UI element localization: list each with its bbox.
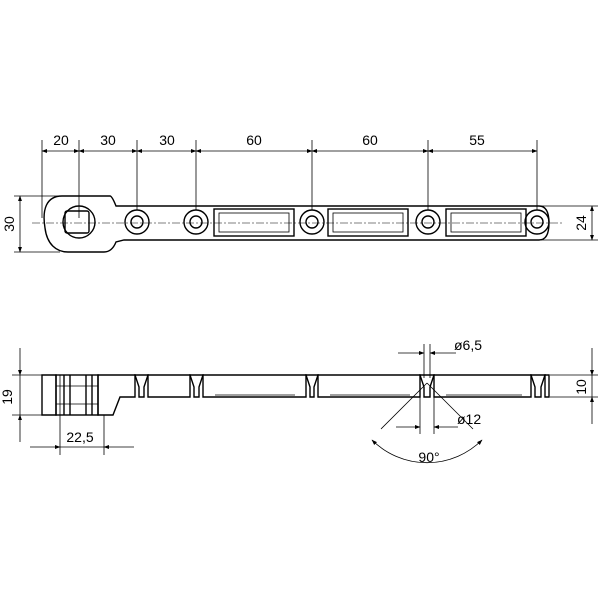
- hole-4: [415, 209, 441, 235]
- keyed-hole: [62, 205, 96, 239]
- spacing-label-6: 55: [469, 132, 485, 148]
- side-height-right-label: 10: [573, 379, 589, 395]
- hole-2: [183, 209, 209, 235]
- section-left-block: [41, 374, 57, 416]
- spacing-label-3: 30: [159, 132, 175, 148]
- hole-callouts: ø6,5 ø12: [396, 337, 482, 434]
- spacing-label-4: 60: [246, 132, 262, 148]
- angle-dimension: 90°: [371, 382, 483, 465]
- angle-label: 90°: [418, 449, 439, 465]
- slot-2: [327, 208, 409, 237]
- side-view: 19 10 22,5 ø6,5 ø12: [0, 337, 598, 465]
- height-left-label: 30: [1, 216, 17, 232]
- hub: [55, 374, 99, 416]
- section-bar: [147, 374, 191, 398]
- spacing-dimensions: 20 30 30 60 60 55: [41, 132, 538, 153]
- hole-small-label: ø6,5: [454, 337, 482, 353]
- spacing-label-5: 60: [362, 132, 378, 148]
- spacing-label-1: 20: [53, 132, 69, 148]
- offset-label: 22,5: [66, 429, 93, 445]
- height-dimensions: 30 24: [1, 195, 594, 253]
- slot-1: [213, 208, 295, 237]
- holes-top: [124, 209, 550, 235]
- top-view: 20 30 30 60 60 55 30 24: [1, 132, 598, 253]
- side-height-left-label: 19: [0, 389, 15, 405]
- hole-3: [299, 209, 325, 235]
- spacing-label-2: 30: [100, 132, 116, 148]
- side-section: [41, 374, 550, 416]
- hole-5: [524, 209, 550, 235]
- height-right-label: 24: [573, 215, 589, 231]
- side-height-dimensions: 19 10: [0, 348, 594, 442]
- offset-dimension: 22,5: [30, 429, 134, 449]
- slots: [213, 208, 527, 237]
- hole-large-label: ø12: [457, 411, 481, 427]
- hole-1: [124, 209, 150, 235]
- slot-3: [445, 208, 527, 237]
- bar-outline-top: [43, 195, 550, 253]
